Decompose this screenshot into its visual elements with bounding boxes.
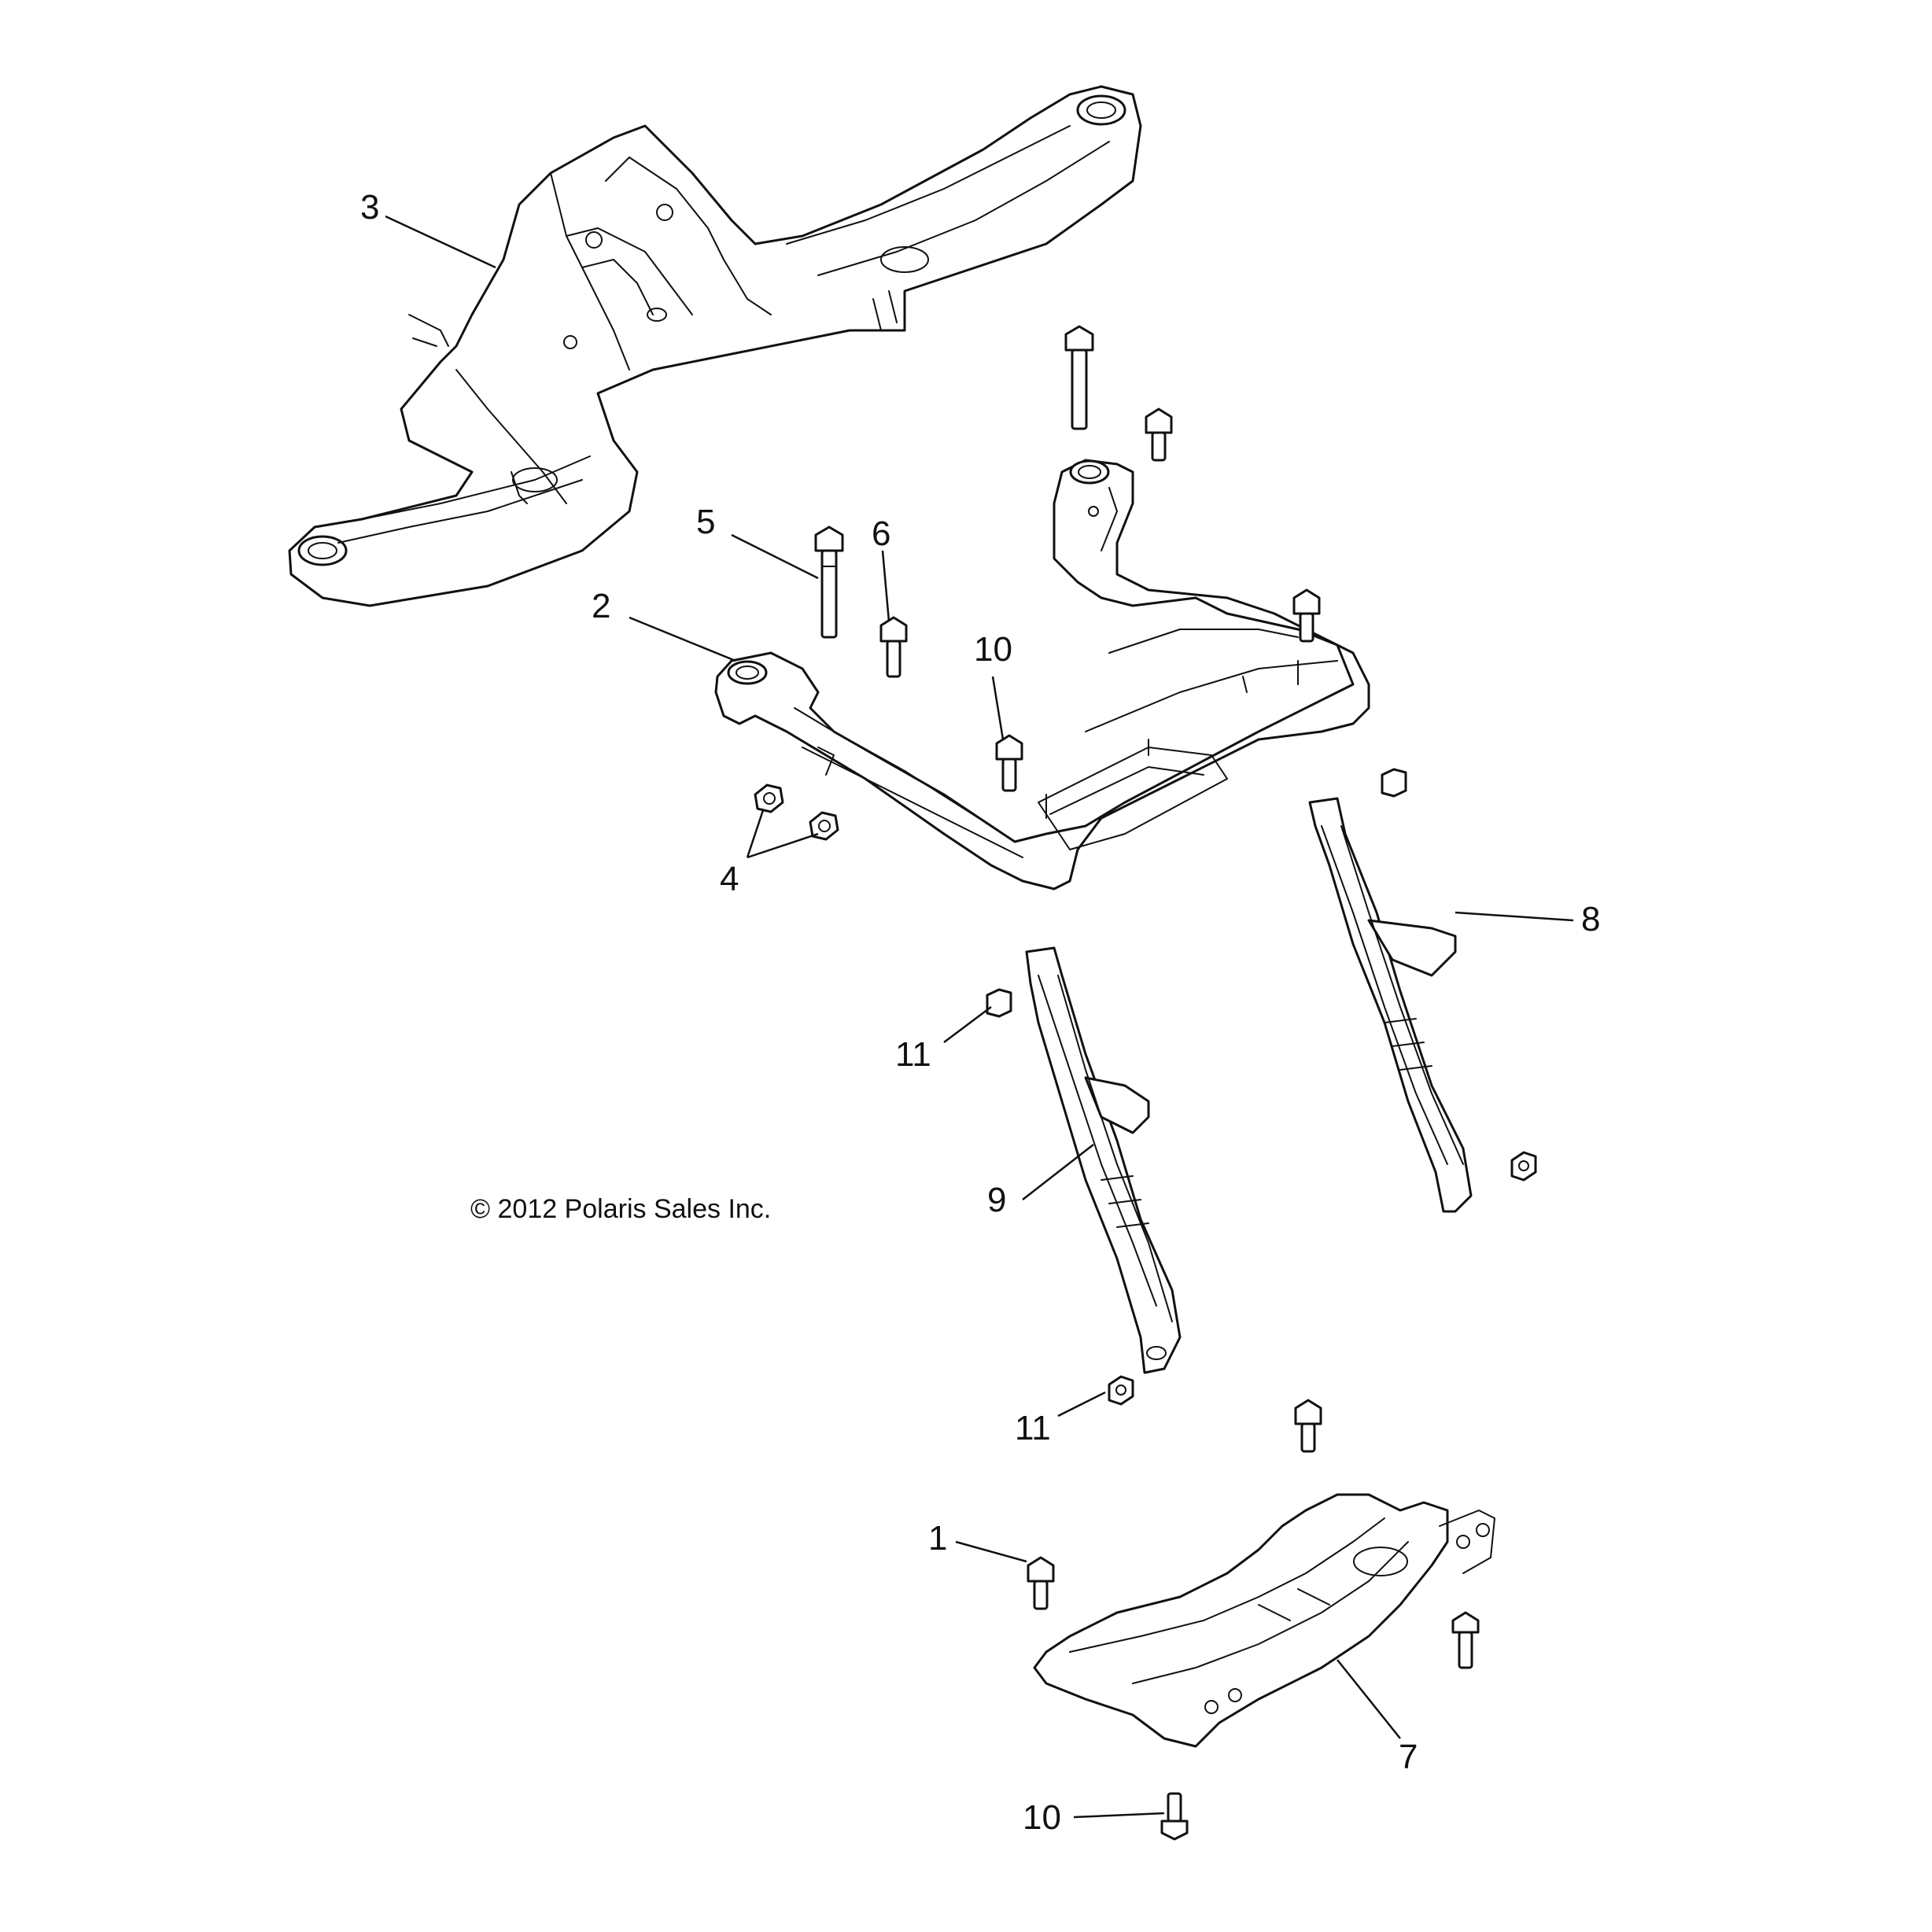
nut-11a	[986, 988, 1012, 1018]
callout-6: 6	[872, 514, 890, 553]
nut-11b	[1108, 1375, 1134, 1406]
callout-2: 2	[592, 587, 610, 625]
callout-10b: 10	[1023, 1798, 1061, 1837]
bolt-upper-long	[1064, 325, 1094, 430]
bolt-10-upper	[995, 734, 1023, 792]
part-3-upper-frame	[288, 85, 1142, 607]
bolt-upper-short	[1145, 407, 1173, 462]
callout-labels: 3 5 6 2 10 4 8 11 9 11 1 7 10	[360, 188, 1600, 1837]
callout-9: 9	[987, 1181, 1006, 1219]
callout-7: 7	[1399, 1738, 1418, 1776]
nut-right-lower	[1510, 1151, 1537, 1182]
bolt-6	[879, 616, 908, 678]
bolt-1	[1027, 1556, 1055, 1610]
callout-11a: 11	[895, 1035, 931, 1074]
bolt-5-long	[814, 525, 844, 639]
bolt-10-lower	[1160, 1792, 1189, 1841]
nut-4a	[754, 783, 784, 813]
callout-3: 3	[360, 188, 379, 227]
part-9-left-leg	[1025, 946, 1182, 1374]
callout-4: 4	[720, 860, 739, 898]
copyright-notice: © 2012 Polaris Sales Inc.	[470, 1194, 771, 1224]
part-8-right-leg	[1308, 797, 1473, 1213]
part-7-lower-frame	[1033, 1493, 1495, 1748]
bolt-right-frame	[1292, 588, 1321, 643]
callout-8: 8	[1581, 900, 1600, 938]
callout-10a: 10	[974, 630, 1012, 669]
bolt-right-lower	[1451, 1611, 1480, 1669]
bolt-lower-middle	[1294, 1399, 1322, 1453]
leader-lines	[385, 215, 1574, 1819]
callout-1: 1	[928, 1519, 947, 1558]
callout-11b: 11	[1015, 1409, 1051, 1447]
callout-5: 5	[696, 503, 715, 541]
part-2-middle-frame	[714, 459, 1370, 890]
nut-right-upper	[1381, 768, 1407, 798]
